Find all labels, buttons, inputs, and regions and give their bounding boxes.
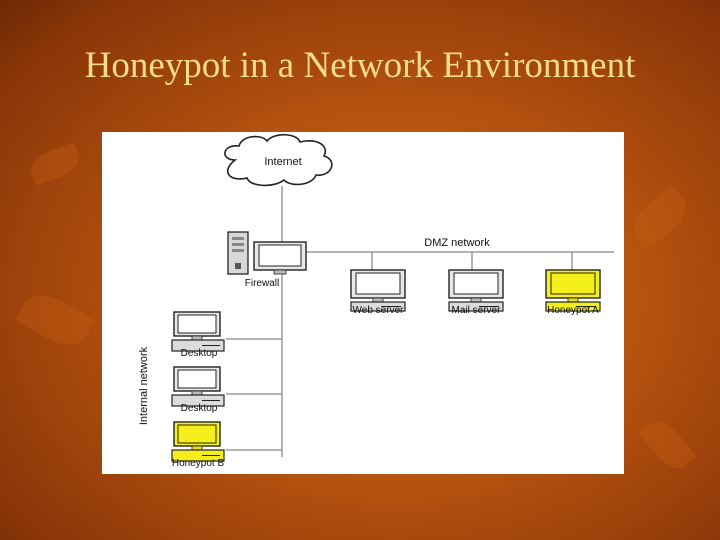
desktop-icon [171, 311, 225, 352]
internet-cloud-icon [224, 133, 333, 187]
network-diagram: #diagram use { } #diagram g[data-name="w… [102, 132, 624, 474]
mail-server-label: Mail server [451, 305, 501, 316]
internet-label: Internet [264, 156, 302, 168]
desktop-icon [171, 366, 225, 407]
background-leaf [14, 285, 96, 355]
web-server-label: Web server [352, 305, 404, 316]
background-leaf [625, 184, 695, 251]
desktop-label: Desktop [180, 348, 218, 359]
firewall-icon [227, 231, 307, 275]
firewall-label: Firewall [244, 278, 280, 289]
dmz-network-label: DMZ network [424, 237, 490, 249]
honeypot-a-label: Honeypot A [547, 305, 599, 316]
background-leaf [26, 142, 84, 186]
honeypot-b-label: Honeypot B [171, 458, 225, 469]
background-leaf [638, 414, 697, 476]
diagram-canvas [171, 133, 614, 462]
honeypot-a-icon [545, 269, 601, 312]
honeypot-b-icon [171, 421, 225, 462]
desktop-label: Desktop [180, 403, 218, 414]
internal-network-label: Internal network [138, 346, 150, 426]
connection-lines [226, 186, 614, 457]
slide-title: Honeypot in a Network Environment [84, 45, 636, 86]
